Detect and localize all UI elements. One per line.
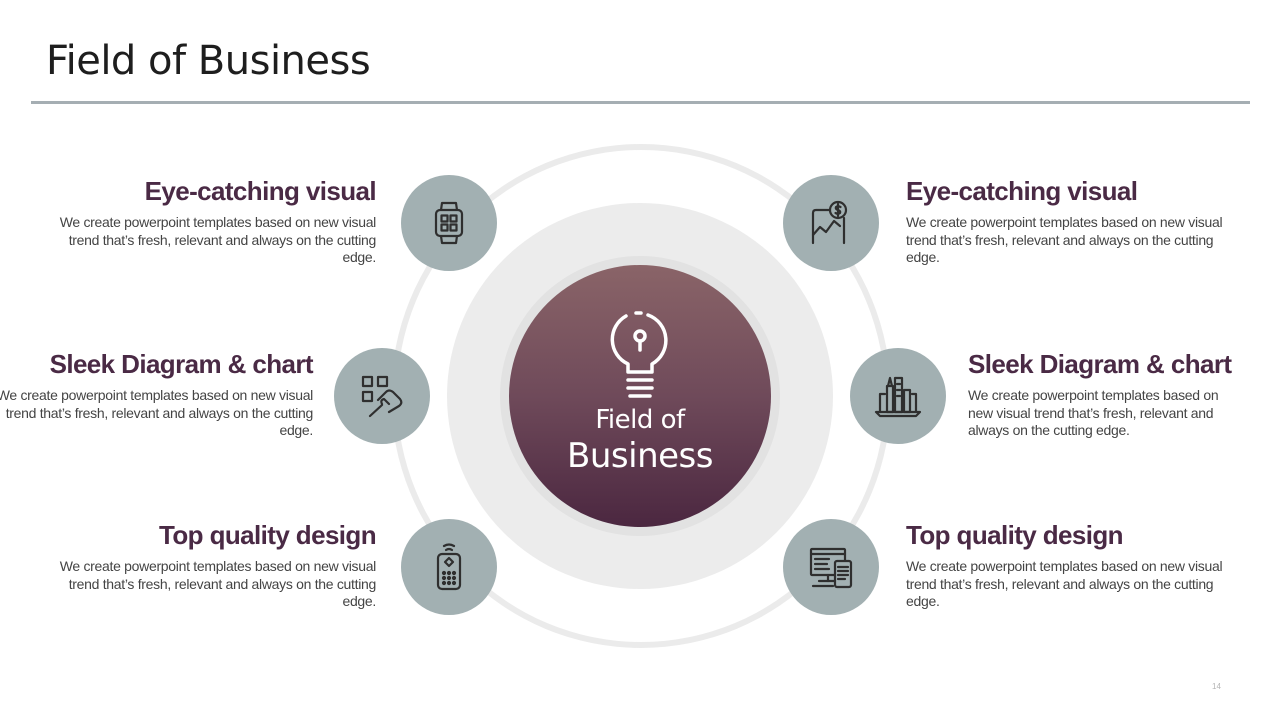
slide-title: Field of Business (46, 38, 371, 84)
item-block-eye-catching-left: Eye-catching visual We create powerpoint… (36, 176, 377, 267)
mobile-payment-icon (811, 200, 848, 245)
touch-apps-icon (361, 375, 403, 418)
item-block-top-quality-left: Top quality design We create powerpoint … (36, 520, 377, 611)
item-block-sleek-diagram-right: Sleek Diagram & chart We create powerpoi… (968, 349, 1240, 440)
title-divider (31, 101, 1250, 104)
page-number: 14 (1212, 682, 1221, 691)
item-title: Top quality design (159, 520, 377, 550)
item-description: We create powerpoint templates based on … (968, 387, 1219, 438)
laptop-city-icon (874, 376, 922, 418)
item-description: We create powerpoint templates based on … (0, 387, 313, 438)
smartwatch-icon (434, 201, 464, 245)
node-eye-catching-right (783, 175, 879, 271)
node-eye-catching-left (401, 175, 497, 271)
node-top-quality-left (401, 519, 497, 615)
center-label-line1: Field of (595, 405, 685, 435)
item-title: Eye-catching visual (906, 176, 1138, 206)
devices-icon (809, 547, 853, 589)
node-sleek-diagram-right (850, 348, 946, 444)
item-description: We create powerpoint templates based on … (59, 214, 377, 265)
node-top-quality-right (783, 519, 879, 615)
lightbulb-lock-icon (610, 311, 668, 398)
item-description: We create powerpoint templates based on … (906, 214, 1223, 265)
item-block-sleek-diagram-left: Sleek Diagram & chart We create powerpoi… (0, 349, 314, 440)
item-title: Sleek Diagram & chart (968, 349, 1232, 379)
node-sleek-diagram-left (334, 348, 430, 444)
item-title: Eye-catching visual (144, 176, 377, 206)
item-description: We create powerpoint templates based on … (906, 558, 1223, 609)
item-description: We create powerpoint templates based on … (59, 558, 377, 609)
center-label-line2: Business (567, 436, 713, 476)
item-title: Sleek Diagram & chart (49, 349, 314, 379)
item-block-top-quality-right: Top quality design We create powerpoint … (906, 520, 1246, 611)
item-title: Top quality design (906, 520, 1124, 550)
item-block-eye-catching-right: Eye-catching visual We create powerpoint… (906, 176, 1246, 267)
remote-control-icon (436, 543, 462, 591)
